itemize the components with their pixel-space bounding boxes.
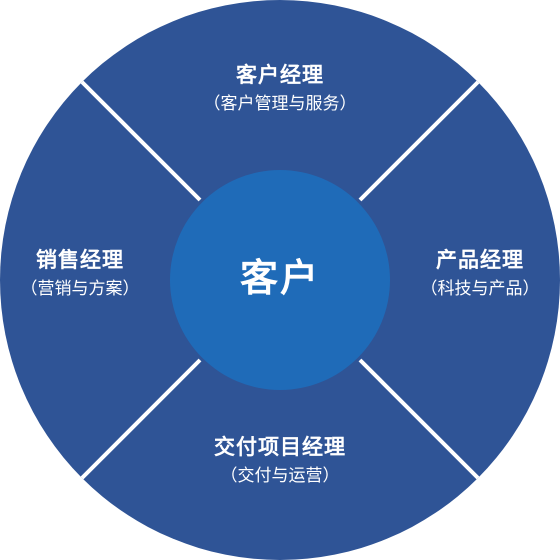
- segment-right: 产品经理 （科技与产品）: [360, 245, 560, 303]
- divider-bottom-left: [80, 358, 202, 480]
- center-circle: [170, 170, 390, 390]
- segment-left-title: 销售经理: [36, 248, 124, 272]
- segment-top: 客户经理 （客户管理与服务）: [160, 60, 400, 118]
- segment-bottom-subtitle: （交付与运营）: [220, 466, 340, 486]
- divider-top-left: [80, 80, 202, 202]
- segment-left: 销售经理 （营销与方案）: [0, 245, 200, 303]
- divider-top-right: [358, 80, 480, 202]
- segment-left-subtitle: （营销与方案）: [20, 279, 140, 299]
- center-label: 客户: [239, 256, 320, 300]
- segment-top-title: 客户经理: [236, 63, 324, 87]
- segment-top-subtitle: （客户管理与服务）: [203, 94, 357, 114]
- divider-bottom-right: [358, 358, 480, 480]
- segment-right-subtitle: （科技与产品）: [420, 279, 540, 299]
- segment-bottom: 交付项目经理 （交付与运营）: [160, 432, 400, 490]
- segment-bottom-title: 交付项目经理: [214, 435, 346, 459]
- segment-right-title: 产品经理: [436, 248, 524, 272]
